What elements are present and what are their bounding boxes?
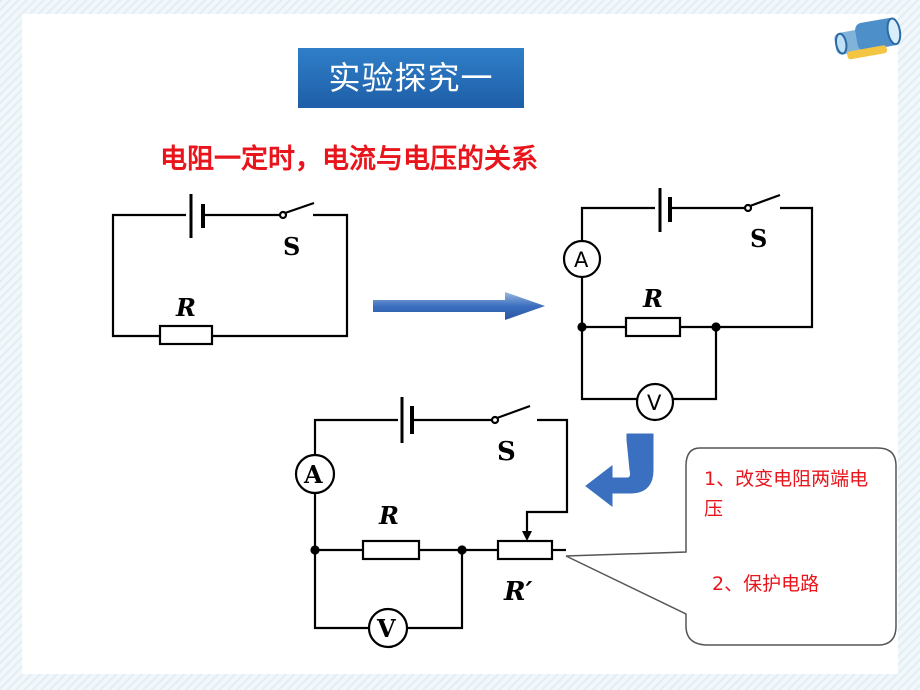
switch-blade — [284, 201, 315, 215]
switch-pivot — [490, 415, 500, 425]
circuit-2 — [562, 188, 814, 422]
ammeter — [562, 239, 602, 279]
resistor — [158, 324, 214, 346]
rheostat-slider-arrow — [522, 531, 532, 541]
voltmeter-label: V — [647, 391, 662, 415]
junction-dot — [711, 322, 721, 332]
switch-blade — [496, 404, 531, 420]
ammeter-label: A — [303, 460, 323, 489]
resistor — [624, 316, 682, 338]
resistor-label: R — [642, 284, 663, 313]
callout-item-1: 1、改变电阻两端电压 — [704, 468, 869, 520]
voltmeter-label: V — [376, 614, 396, 643]
junction-dot — [310, 545, 320, 555]
curved-arrow-icon — [585, 433, 654, 508]
ammeter-label: A — [574, 248, 589, 272]
resistor — [361, 539, 421, 561]
junction-dot — [457, 545, 467, 555]
page-title: 实验探究一 — [298, 48, 524, 108]
resistor-label: R — [378, 501, 399, 530]
right-arrow-icon — [373, 292, 545, 320]
ammeter — [294, 453, 336, 495]
voltmeter — [635, 382, 675, 422]
circuit-3 — [294, 397, 569, 649]
switch-label: S — [497, 437, 516, 467]
voltmeter — [367, 607, 409, 649]
junction-dot — [577, 322, 587, 332]
switch-pivot — [278, 210, 288, 220]
callout-item-2: 2、保护电路 — [712, 573, 820, 595]
resistor-label: R — [175, 293, 196, 322]
switch-pivot — [743, 203, 753, 213]
switch-label: S — [283, 232, 300, 261]
switch-label: S — [750, 224, 767, 253]
callout-bubble — [565, 447, 897, 646]
circuit-1 — [111, 194, 349, 346]
binoculars-icon — [834, 17, 902, 60]
rheostat — [496, 539, 554, 561]
switch-blade — [749, 193, 781, 208]
rheostat-label: R′ — [503, 577, 533, 607]
page-subtitle: 电阻一定时，电流与电压的关系 — [160, 144, 538, 175]
